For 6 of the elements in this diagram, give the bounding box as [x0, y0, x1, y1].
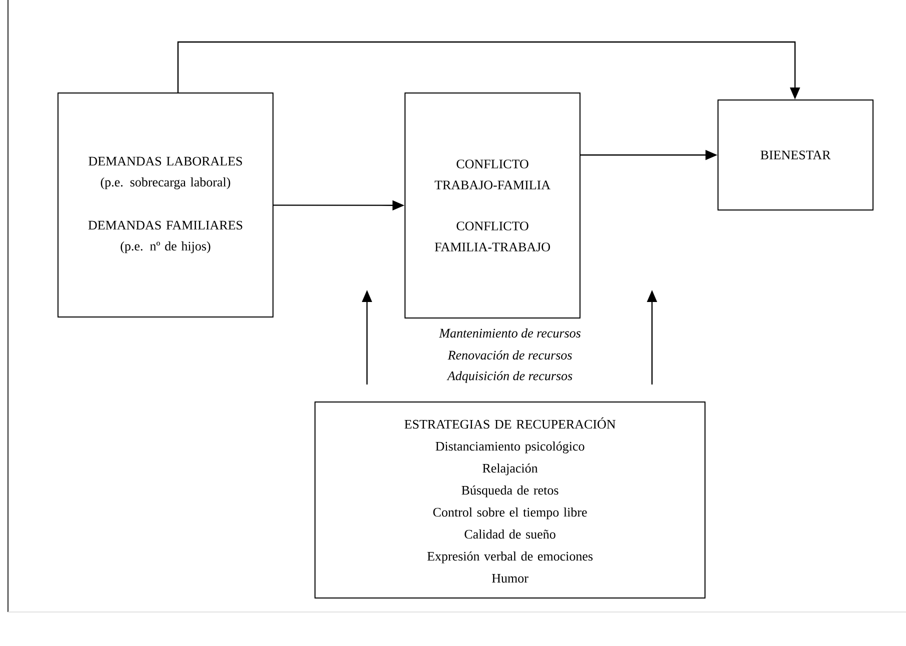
- process-box: DEMANDAS LABORALES (p.e. sobrecarga laboral) DEMANDAS FAMILIARES (p.e. nº de hijos): [58, 92, 274, 318]
- process-box: BIENESTAR: [718, 100, 874, 210]
- annotation-text: Adquisición de recursos: [446, 371, 572, 383]
- process-box: CONFLICTO TRABAJO-FAMILIA CONFLICTO FAMILIA-TRABAJO: [404, 92, 580, 318]
- annotation-text: Renovación de recursos: [448, 350, 572, 360]
- process-box: ESTRATEGIAS DE RECUPERACIÓN Distanciamiento psicológico Relajación Búsqueda de retos Control sobre el tiempo libre Calidad de sueño Expresión verbal de emociones Humor: [314, 402, 706, 598]
